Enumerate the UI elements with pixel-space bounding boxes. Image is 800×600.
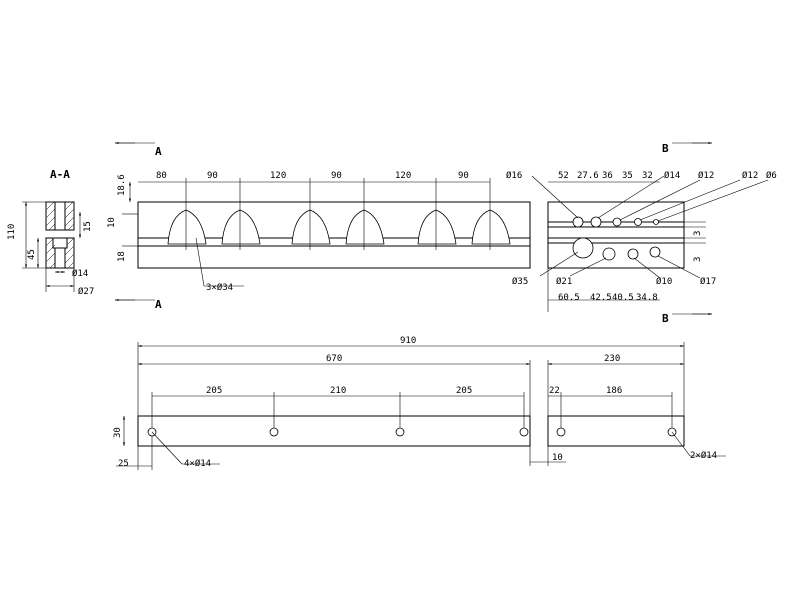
front-view: 80 90 120 90 120 90 18.6 10 18 3×Ø34	[107, 171, 531, 293]
aa-outer-dim: Ø27	[78, 286, 94, 297]
front-mid-height: 10	[107, 217, 117, 228]
a-label-bottom: A	[155, 298, 162, 311]
side-hole-top	[590, 216, 602, 228]
aa-lower-dim: 45	[27, 249, 37, 260]
side-bottom-spacing-0: 60.5	[558, 293, 580, 303]
side-callout-21: Ø21	[556, 276, 572, 287]
plan-overall-dim: 910	[400, 336, 416, 346]
front-spacing-1: 90	[207, 171, 218, 181]
pocket	[221, 209, 261, 245]
front-spacing-labels: 80 90 120 90 120 90	[156, 171, 469, 181]
side-callout-14: Ø14	[664, 170, 680, 181]
section-view-aa: A-A 110	[7, 168, 94, 297]
side-top-spacing-1: 27.6	[577, 171, 599, 181]
plan-right-first: 22	[549, 386, 560, 396]
front-low-height: 18	[117, 251, 127, 262]
side-callout-35: Ø35	[512, 276, 528, 287]
side-view-outline	[547, 201, 685, 269]
aa-upper-block	[45, 201, 75, 231]
plan-view: 910 670 230 205 210 205 22 186 30 25 10	[113, 336, 726, 470]
side-bottom-spacing-2: 40.5	[612, 293, 634, 303]
plan-right-length: 230	[604, 354, 620, 364]
plan-right-bar	[547, 415, 685, 447]
side-top-spacing-2: 36	[602, 171, 613, 181]
aa-height-dim: 110	[7, 224, 17, 240]
plan-left-holes	[147, 427, 529, 437]
front-spacing-3: 90	[331, 171, 342, 181]
plan-left-offset: 25	[118, 459, 129, 469]
plan-left-spacing-0: 205	[206, 386, 222, 396]
side-bottom-spacing-3: 34.8	[636, 293, 658, 303]
aa-upper-hatch	[45, 201, 75, 231]
side-bottom-spacing-1: 42.5	[590, 293, 612, 303]
aa-inner-dim: 15	[83, 221, 93, 232]
front-holes-callout: 3×Ø34	[206, 282, 233, 293]
pocket	[167, 209, 207, 245]
side-top-spacing-0: 52	[558, 171, 569, 181]
pocket	[291, 209, 331, 245]
side-top-spacing: 52 27.6 36 35 32	[558, 171, 653, 181]
side-hole-bottom	[649, 246, 661, 258]
plan-hole	[395, 427, 405, 437]
side-top-spacing-4: 32	[642, 171, 653, 181]
plan-left-spacing-2: 205	[456, 386, 472, 396]
side-bottom-callouts: Ø35 Ø21 Ø10 Ø17	[512, 251, 716, 287]
side-hole-bottom	[572, 237, 594, 259]
side-hole-top	[634, 218, 642, 226]
plan-left-holes-callout: 4×Ø14	[184, 458, 211, 469]
plan-left-spacing-1: 210	[330, 386, 346, 396]
plan-left-bar	[137, 415, 531, 447]
side-hole-top	[572, 216, 584, 228]
section-marker-a: A A	[115, 141, 162, 311]
side-callout-10: Ø10	[656, 276, 672, 287]
front-spacing-0: 80	[156, 171, 167, 181]
pocket-centerlines	[185, 178, 491, 250]
side-gap-bottom: 3	[693, 257, 703, 262]
pockets	[167, 209, 511, 245]
side-top-spacing-3: 35	[622, 171, 633, 181]
plan-right-holes-callout: 2×Ø14	[690, 450, 717, 461]
aa-lower-bore	[54, 247, 66, 269]
plan-hole	[556, 427, 566, 437]
b-label-bottom: B	[662, 312, 669, 325]
side-bottom-spacing: 60.5 42.5 40.5 34.8	[558, 293, 658, 303]
aa-lower-hatch	[45, 237, 75, 269]
side-hole-bottom	[627, 248, 639, 260]
side-callout-16: Ø16	[506, 170, 522, 181]
side-callout-6: Ø6	[766, 170, 777, 181]
pocket	[471, 209, 511, 245]
side-callout-17: Ø17	[700, 276, 716, 287]
front-spacing-4: 120	[395, 171, 411, 181]
side-callout-12a: Ø12	[698, 170, 714, 181]
front-spacing-5: 90	[458, 171, 469, 181]
pocket	[345, 209, 385, 245]
plan-hole	[519, 427, 529, 437]
side-hole-top	[612, 217, 622, 227]
plan-right-holes	[556, 427, 677, 437]
side-hole-top	[653, 219, 659, 225]
aa-lower-counterbore	[52, 237, 68, 249]
pocket	[417, 209, 457, 245]
aa-title: A-A	[50, 168, 70, 181]
plan-hole	[269, 427, 279, 437]
a-label-top: A	[155, 145, 162, 158]
section-marker-b: B B	[662, 141, 712, 325]
front-left-height: 18.6	[117, 174, 127, 196]
plan-gap: 10	[552, 453, 563, 463]
side-hole-bottom	[602, 247, 616, 261]
side-callout-12b: Ø12	[742, 170, 758, 181]
side-top-callouts: Ø16 Ø14 Ø12 Ø12 Ø6	[506, 170, 777, 222]
b-label-top: B	[662, 142, 669, 155]
plan-height: 30	[113, 427, 123, 438]
aa-hole-dim: Ø14	[72, 268, 88, 279]
plan-right-spacing: 186	[606, 386, 622, 396]
plan-left-length: 670	[326, 354, 342, 364]
front-spacing-2: 120	[270, 171, 286, 181]
side-gap-top: 3	[693, 231, 703, 236]
aa-upper-bore	[54, 201, 66, 231]
side-view: 52 27.6 36 35 32 Ø16 Ø14 Ø12 Ø12 Ø6 3 3	[506, 170, 777, 312]
